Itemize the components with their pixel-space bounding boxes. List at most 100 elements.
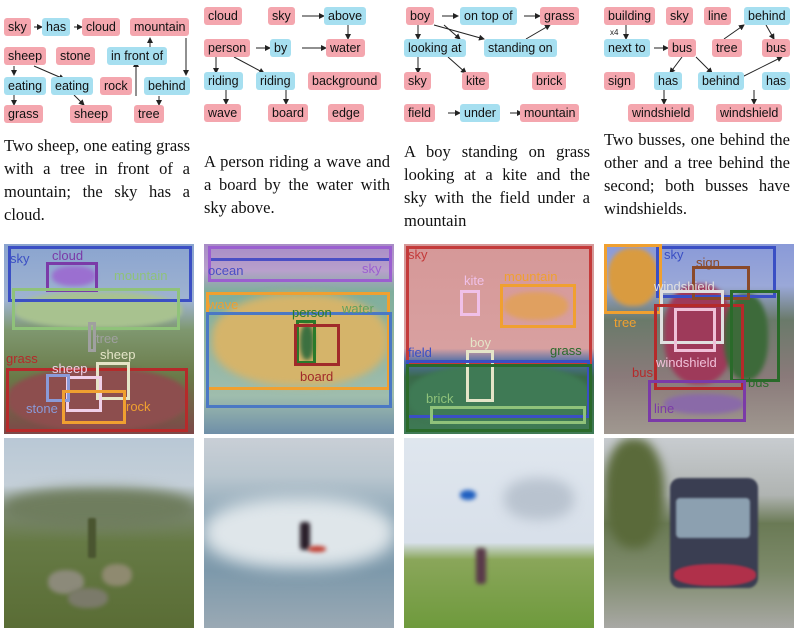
rock-shape <box>68 588 108 608</box>
label-wave: wave <box>208 297 239 312</box>
label-sheep: sheep <box>52 361 88 376</box>
panel-4: building sky line behind x4 next to bus … <box>604 0 794 633</box>
node-tree: tree <box>134 105 164 123</box>
bbox-line <box>648 380 746 422</box>
node-sheep: sheep <box>4 47 47 65</box>
bbox-person <box>296 320 316 364</box>
bbox-bus <box>654 304 744 390</box>
generated-image <box>204 438 394 628</box>
node-sky: sky <box>404 72 431 90</box>
node-stone: stone <box>56 47 95 65</box>
node-behind: behind <box>144 77 190 95</box>
label-sky: sky <box>664 247 684 262</box>
label-mountain: mountain <box>504 269 558 284</box>
generated-image <box>404 438 594 628</box>
kite-shape <box>460 490 476 500</box>
label-sky: sky <box>408 247 428 262</box>
node-field: field <box>404 104 435 122</box>
line-blob <box>664 394 744 414</box>
node-next-to: next to <box>604 39 650 57</box>
bbox-boy <box>466 350 494 402</box>
panel-2: cloud sky above person by water riding r… <box>204 0 394 633</box>
node-has: has <box>762 72 791 90</box>
sheep-shape <box>102 564 132 586</box>
bbox-bus <box>730 290 780 382</box>
label-field: field <box>408 345 432 360</box>
node-cloud: cloud <box>82 18 120 36</box>
node-has: has <box>654 72 683 90</box>
label-line: line <box>654 401 675 416</box>
generated-image <box>604 438 794 628</box>
node-by: by <box>270 39 292 57</box>
label-sky: sky <box>10 251 30 266</box>
graph-edges <box>11 24 189 106</box>
tree-shape <box>604 438 664 548</box>
person-blob <box>300 324 314 360</box>
label-boy: boy <box>470 335 491 350</box>
node-sign: sign <box>604 72 635 90</box>
node-sky: sky <box>4 18 31 36</box>
label-sheep: sheep <box>100 347 136 362</box>
node-boy: boy <box>406 7 435 25</box>
bbox-brick <box>430 406 586 424</box>
layout-map: sky sign windshield tree windshield bus … <box>604 244 794 434</box>
node-sheep: sheep <box>70 105 113 123</box>
mountain-blob <box>14 292 182 328</box>
label-water: water <box>342 301 374 316</box>
label-windshield: windshield <box>654 279 715 294</box>
caption: Two busses, one behind the other and a t… <box>604 130 790 218</box>
bus-front-shape <box>674 564 756 586</box>
node-eating: eating <box>51 77 94 95</box>
bbox-sky <box>656 246 776 298</box>
label-windshield: windshield <box>656 355 717 370</box>
label-mountain: mountain <box>114 268 168 283</box>
layout-map: ocean sky wave water person board <box>204 244 394 434</box>
windshield-shape <box>676 498 750 538</box>
bbox-board <box>294 324 340 366</box>
label-tree: tree <box>614 315 637 330</box>
panel-3: boy on top of grass looking at standing … <box>404 0 594 633</box>
caption: A person riding a wave and a board by th… <box>204 152 390 217</box>
node-looking-at: looking at <box>404 39 466 57</box>
bbox-mountain <box>12 288 180 330</box>
bbox-grass <box>406 364 592 432</box>
node-building: building <box>604 7 656 25</box>
node-grass: grass <box>4 105 43 123</box>
node-bus: bus <box>668 39 697 57</box>
node-cloud: cloud <box>204 7 242 25</box>
layout-map: sky cloud mountain tree grass sheep shee… <box>4 244 194 434</box>
node-windshield: windshield <box>716 104 783 122</box>
bbox-sky <box>8 246 192 302</box>
cloud-blob <box>52 266 96 286</box>
label-kite: kite <box>464 273 485 288</box>
label-sign: sign <box>696 255 720 270</box>
node-riding: riding <box>256 72 295 90</box>
node-riding: riding <box>204 72 243 90</box>
label-grass: grass <box>550 343 582 358</box>
multiplier-label: x4 <box>610 28 619 37</box>
node-under: under <box>460 104 500 122</box>
node-edge: edge <box>328 104 364 122</box>
node-tree: tree <box>712 39 742 57</box>
label-person: person <box>292 305 332 320</box>
node-bus: bus <box>762 39 791 57</box>
caption: Two sheep, one eating grass with a tree … <box>4 136 190 224</box>
mountain-shape <box>4 488 194 528</box>
boy-shape <box>476 548 486 584</box>
label-ocean: ocean <box>208 263 244 278</box>
node-mountain: mountain <box>130 18 190 36</box>
tree-shape <box>88 518 96 558</box>
node-rock: rock <box>100 77 132 95</box>
label-rock: rock <box>126 399 151 414</box>
node-line: line <box>704 7 732 25</box>
board-shape <box>308 546 326 552</box>
mountain-blob <box>504 292 568 320</box>
node-behind: behind <box>698 72 744 90</box>
node-eating: eating <box>4 77 47 95</box>
label-board: board <box>300 369 334 384</box>
panel-1: sky has cloud mountain sheep stone in fr… <box>4 0 194 633</box>
layout-map: sky kite mountain boy field grass brick <box>404 244 594 434</box>
grass-blob <box>408 364 590 430</box>
node-mountain: mountain <box>520 104 580 122</box>
node-above: above <box>324 7 367 25</box>
